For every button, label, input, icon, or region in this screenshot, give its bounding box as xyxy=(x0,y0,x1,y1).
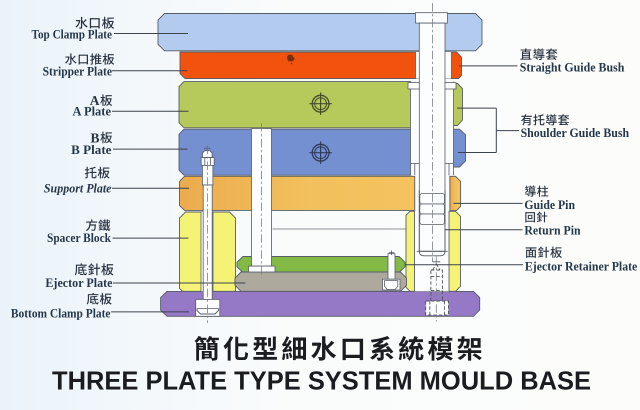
svg-text:Top Clamp Plate: Top Clamp Plate xyxy=(32,28,113,42)
svg-text:A: A xyxy=(90,93,100,108)
svg-text:Straight Guide Bush: Straight Guide Bush xyxy=(520,60,625,74)
svg-text:Support Plate: Support Plate xyxy=(44,182,112,196)
svg-text:Stripper Plate: Stripper Plate xyxy=(43,65,113,79)
svg-text:B Plate: B Plate xyxy=(71,143,112,157)
svg-text:Spacer Block: Spacer Block xyxy=(47,231,111,245)
svg-text:Shoulder Guide Bush: Shoulder Guide Bush xyxy=(521,126,630,140)
svg-text:B: B xyxy=(90,130,99,145)
svg-text:Ejector Plate: Ejector Plate xyxy=(45,276,113,290)
svg-text:Return Pin: Return Pin xyxy=(524,224,580,238)
svg-text:Ejector Retainer Plate: Ejector Retainer Plate xyxy=(525,260,638,274)
svg-text:THREE PLATE TYPE SYSTEM MOULD: THREE PLATE TYPE SYSTEM MOULD BASE xyxy=(52,365,591,395)
svg-text:A Plate: A Plate xyxy=(73,104,112,118)
svg-text:Guide Pin: Guide Pin xyxy=(524,198,575,212)
svg-text:Bottom Clamp Plate: Bottom Clamp Plate xyxy=(11,306,111,320)
